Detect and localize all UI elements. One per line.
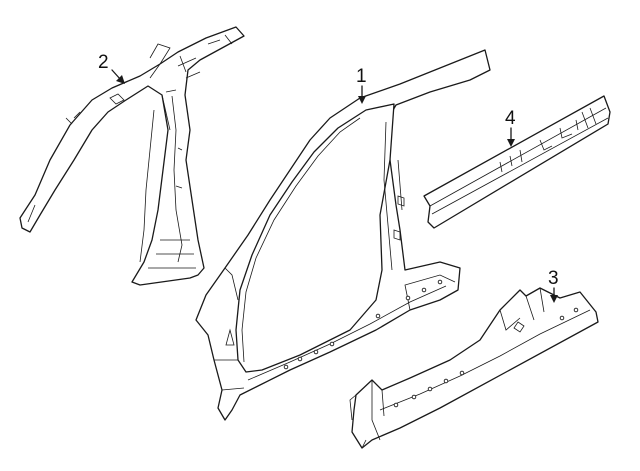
callout-2-arrowhead: [116, 75, 125, 84]
callout-4-arrowhead: [507, 139, 515, 147]
callout-1-arrowhead: [358, 96, 366, 104]
callout-2-label: 2: [98, 52, 109, 73]
callout-4-label: 4: [505, 108, 516, 129]
callout-3-label: 3: [548, 268, 559, 289]
part-1-side-frame: [195, 49, 491, 421]
callout-4: 4: [505, 108, 516, 147]
callout-3: 3: [548, 268, 559, 303]
part-3-rocker-panel: [349, 287, 599, 449]
callout-3-arrowhead: [550, 295, 558, 303]
part-2-pillar-rail: [19, 26, 245, 286]
callout-1-label: 1: [356, 66, 367, 87]
callout-1: 1: [356, 66, 367, 104]
callout-2: 2: [98, 52, 125, 84]
part-4-reinforcement: [423, 95, 611, 229]
